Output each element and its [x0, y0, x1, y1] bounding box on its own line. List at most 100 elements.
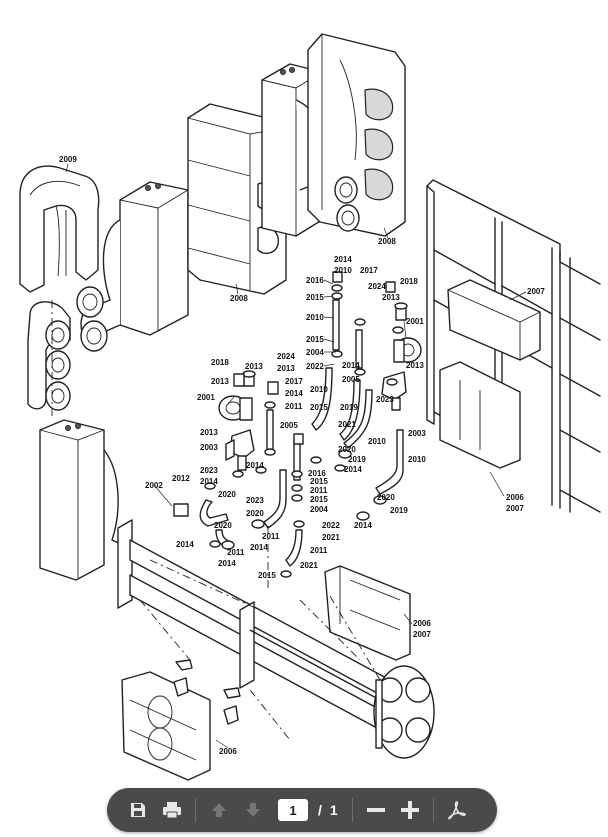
- label-2010: 2010: [408, 455, 426, 464]
- connecting-pipes: [199, 299, 404, 567]
- label-2015: 2015: [310, 477, 328, 486]
- label-2013: 2013: [211, 377, 229, 386]
- label-2015: 2015: [310, 495, 328, 504]
- label-2016: 2016: [308, 469, 326, 478]
- toolbar-separator: [195, 798, 196, 822]
- page-separator: /: [318, 802, 322, 818]
- label-2014: 2014: [218, 559, 236, 568]
- fittings-rings: [173, 271, 404, 578]
- toolbar-separator: [351, 798, 353, 822]
- previous-page-button[interactable]: [204, 795, 234, 825]
- label-2007: 2007: [506, 504, 524, 513]
- label-2017: 2017: [285, 377, 303, 386]
- label-2011: 2011: [227, 548, 245, 557]
- label-2003: 2003: [408, 429, 426, 438]
- label-2020: 2020: [338, 445, 356, 454]
- label-2015: 2015: [306, 335, 324, 344]
- open-in-acrobat-button[interactable]: [442, 795, 472, 825]
- label-2024: 2024: [277, 352, 295, 361]
- label-2013: 2013: [200, 428, 218, 437]
- label-2008: 2008: [378, 237, 396, 246]
- arrow-up-icon: [212, 803, 226, 817]
- label-2017: 2017: [360, 266, 378, 275]
- hooks: [173, 659, 241, 725]
- valve-2003-left: [225, 429, 255, 471]
- label-2020: 2020: [214, 521, 232, 530]
- frame-2007: [426, 179, 601, 513]
- label-2013: 2013: [382, 293, 400, 302]
- label-2024: 2024: [368, 282, 386, 291]
- label-2018: 2018: [400, 277, 418, 286]
- page-total: 1: [329, 802, 338, 818]
- mounting-rail-2006: [121, 565, 411, 781]
- save-button[interactable]: [123, 795, 153, 825]
- plus-icon: [400, 801, 419, 819]
- elbow-pipe-left: [27, 301, 71, 411]
- label-2020: 2020: [377, 493, 395, 502]
- label-2014: 2014: [354, 521, 372, 530]
- label-2004: 2004: [310, 505, 328, 514]
- label-2010: 2010: [306, 313, 324, 322]
- label-2014: 2014: [200, 477, 218, 486]
- label-2016: 2016: [306, 276, 324, 285]
- label-2004: 2004: [306, 348, 324, 357]
- save-icon: [131, 803, 145, 817]
- label-2019: 2019: [390, 506, 408, 515]
- insulation-shell-2009: [19, 165, 100, 293]
- label-2003: 2003: [200, 443, 218, 452]
- label-2021: 2021: [300, 561, 318, 570]
- label-2011: 2011: [262, 532, 280, 541]
- valve-2003-right: [381, 371, 407, 411]
- heat-exchanger-upper: [76, 181, 189, 352]
- label-2015: 2015: [306, 293, 324, 302]
- label-2023: 2023: [246, 496, 264, 505]
- label-2010: 2010: [368, 437, 386, 446]
- label-2021: 2021: [338, 420, 356, 429]
- toolbar-separator: [432, 798, 434, 822]
- label-2019: 2019: [348, 455, 366, 464]
- zoom-out-button[interactable]: [361, 795, 391, 825]
- label-2008: 2008: [230, 294, 248, 303]
- callout-labels: 2009 2008 2008 2007 2006 2007 2006 2007 …: [59, 155, 545, 756]
- label-2021: 2021: [322, 533, 340, 542]
- page-number-input[interactable]: [278, 799, 308, 821]
- label-2006: 2006: [219, 747, 237, 756]
- label-2001: 2001: [197, 393, 215, 402]
- label-2022: 2022: [306, 362, 324, 371]
- label-2011: 2011: [310, 486, 328, 495]
- label-2011: 2011: [310, 546, 328, 555]
- label-2014: 2014: [342, 361, 360, 370]
- label-2010: 2010: [334, 266, 352, 275]
- print-button[interactable]: [157, 795, 187, 825]
- arrow-down-icon: [246, 803, 260, 817]
- label-2014: 2014: [344, 465, 362, 474]
- label-2023: 2023: [200, 466, 218, 475]
- heat-exchanger-lower: [39, 419, 131, 581]
- label-2020: 2020: [246, 509, 264, 518]
- minus-icon: [366, 808, 385, 812]
- label-2001: 2001: [406, 317, 424, 326]
- pdf-viewer-toolbar: / 1: [107, 788, 497, 832]
- label-2013: 2013: [245, 362, 263, 371]
- label-2009: 2009: [59, 155, 77, 164]
- label-2013: 2013: [406, 361, 424, 370]
- label-2014: 2014: [176, 540, 194, 549]
- label-2010: 2010: [310, 385, 328, 394]
- next-page-button[interactable]: [238, 795, 268, 825]
- label-2014: 2014: [246, 461, 264, 470]
- label-2007: 2007: [413, 630, 431, 639]
- label-2005: 2005: [342, 375, 360, 384]
- label-2012: 2012: [172, 474, 190, 483]
- label-2007: 2007: [527, 287, 545, 296]
- label-2020: 2020: [218, 490, 236, 499]
- insulation-shell-2008-right: [307, 33, 406, 237]
- label-2006: 2006: [413, 619, 431, 628]
- alignment-lines: [51, 300, 381, 741]
- zoom-in-button[interactable]: [395, 795, 425, 825]
- acrobat-icon: [447, 801, 466, 820]
- label-2015: 2015: [258, 571, 276, 580]
- label-2005: 2005: [280, 421, 298, 430]
- label-2018: 2018: [211, 358, 229, 367]
